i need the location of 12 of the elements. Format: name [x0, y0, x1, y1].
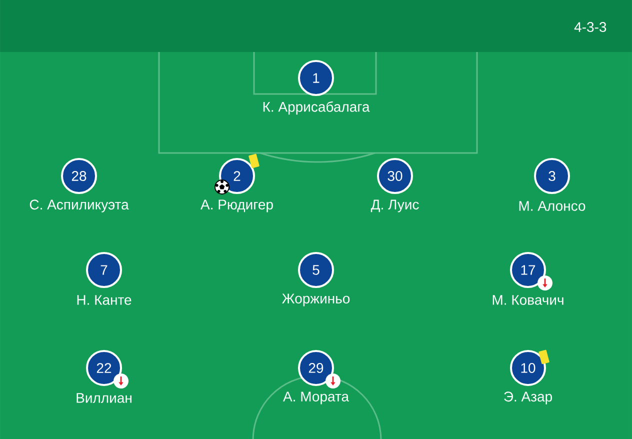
player-name: Н. Канте	[77, 295, 132, 305]
formation-label: 4-3-3	[574, 22, 606, 32]
player-name: Э. Азар	[504, 392, 552, 404]
player-name: Виллиан	[76, 393, 132, 403]
player-name: М. Ковачич	[492, 295, 564, 305]
player-name: С. Аспиликуэта	[30, 200, 129, 212]
player-name: Жоржиньо	[282, 294, 350, 306]
player-name: М. Алонсо	[519, 201, 586, 211]
player-name: А. Рюдигер	[200, 200, 273, 212]
player-name: А. Мората	[283, 392, 349, 404]
player-name: Д. Луис	[370, 200, 419, 212]
player-name: К. Аррисабалага	[263, 101, 370, 115]
